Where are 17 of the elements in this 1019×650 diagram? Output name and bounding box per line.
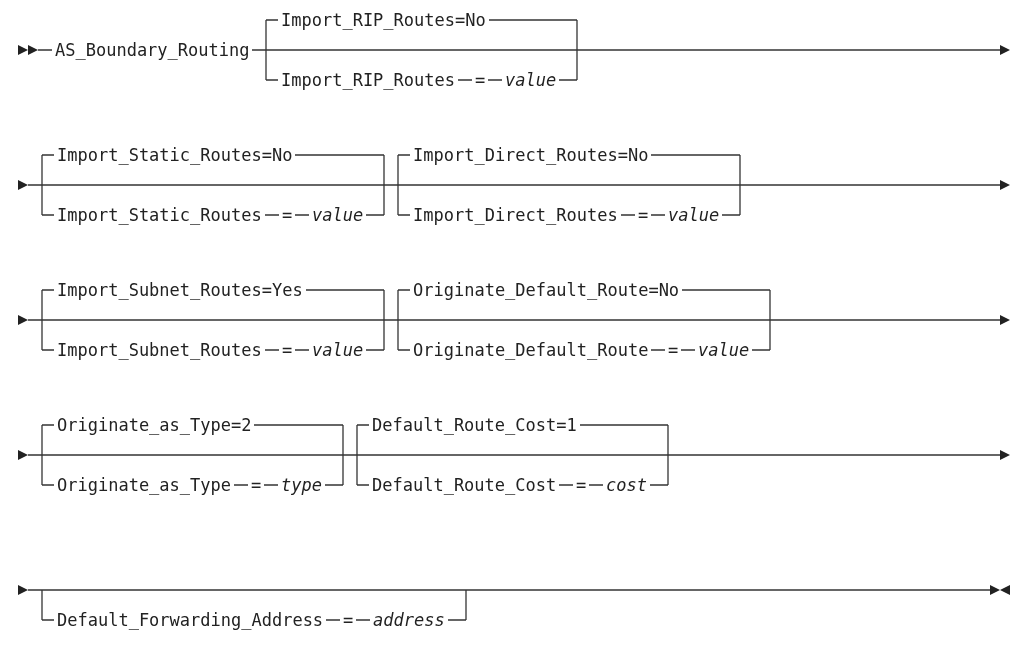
keyword-label: Default_Forwarding_Address: [54, 610, 327, 630]
variable-label: type: [278, 475, 325, 495]
keyword-label: Import_Static_Routes=No: [54, 145, 296, 165]
keyword-label: Originate_as_Type=2: [54, 415, 255, 435]
keyword-label: Import_Static_Routes: [54, 205, 265, 225]
keyword-label: Import_Direct_Routes=No: [410, 145, 652, 165]
keyword-label: Originate_as_Type: [54, 475, 234, 495]
keyword-label: Default_Route_Cost: [369, 475, 560, 495]
keyword-label: Import_RIP_Routes=No: [278, 10, 489, 30]
keyword-label: Originate_Default_Route: [410, 340, 652, 360]
keyword-label: Default_Route_Cost=1: [369, 415, 580, 435]
keyword-label: Import_Subnet_Routes: [54, 340, 265, 360]
keyword-label: Import_Direct_Routes: [410, 205, 621, 225]
keyword-label: Originate_Default_Route=No: [410, 280, 683, 300]
keyword-label: Import_RIP_Routes: [278, 70, 458, 90]
keyword-label: AS_Boundary_Routing: [52, 40, 253, 60]
keyword-label: Import_Subnet_Routes=Yes: [54, 280, 306, 300]
